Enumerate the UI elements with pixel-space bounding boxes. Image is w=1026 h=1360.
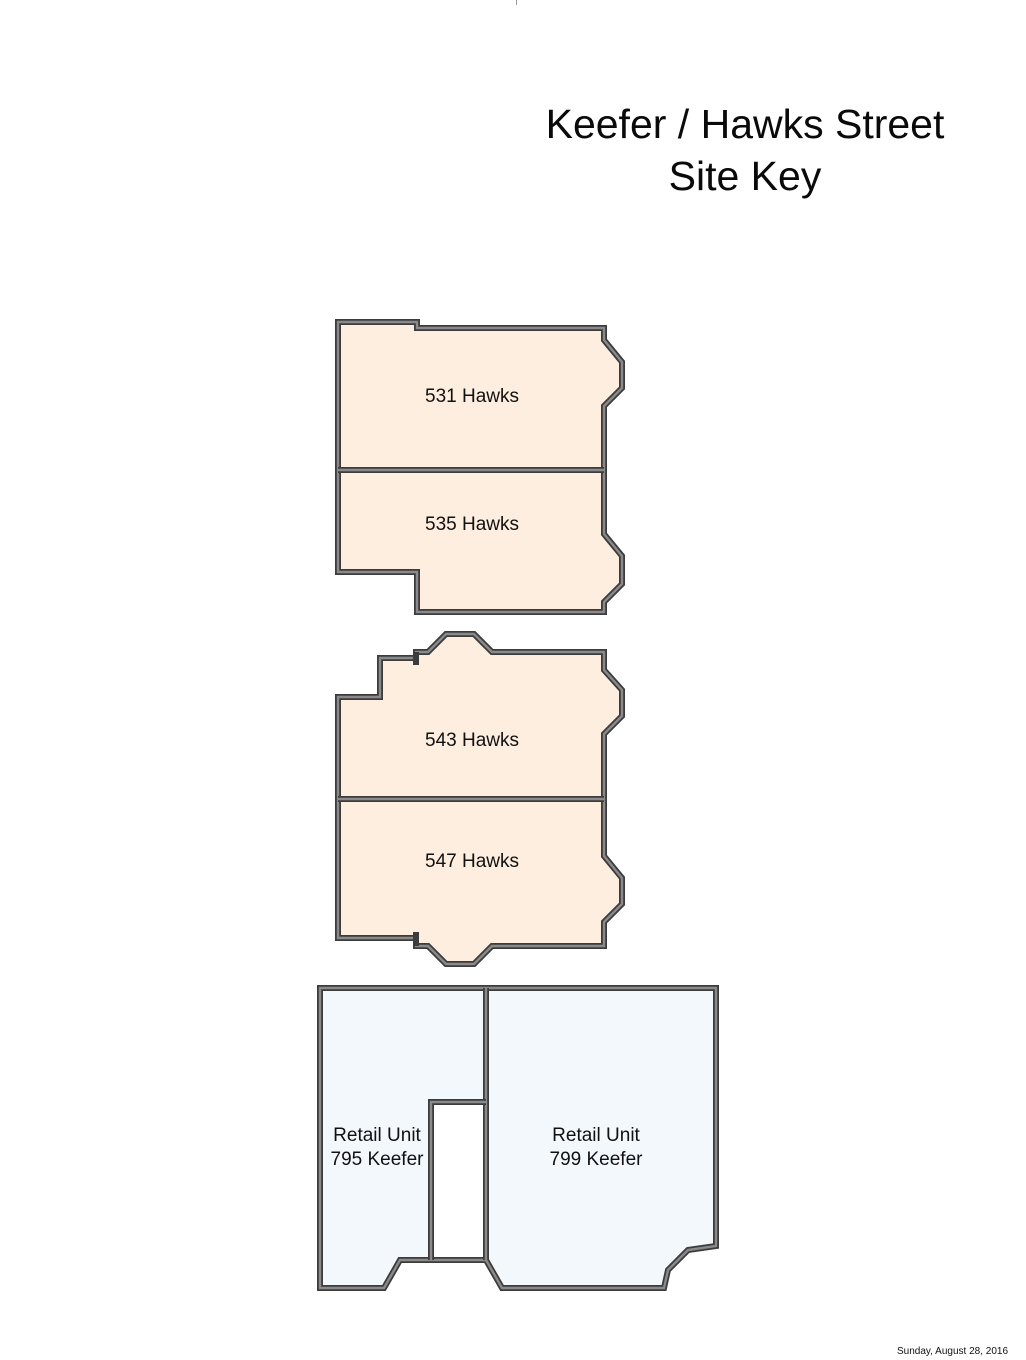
unit-535-hawks-area[interactable] (338, 470, 622, 612)
page-top-tick-mark (516, 0, 517, 5)
unit-label-795-keefer: Retail Unit 795 Keefer (331, 1124, 424, 1172)
unit-label-531-hawks: 531 Hawks (425, 386, 519, 407)
unit-label-799-keefer: Retail Unit 799 Keefer (550, 1124, 643, 1172)
building-2-exterior-wall-core (336, 632, 624, 966)
unit-799-keefer-area[interactable] (486, 988, 716, 1288)
unit-label-547-hawks: 547 Hawks (425, 851, 519, 872)
title-line-1: Keefer / Hawks Street (545, 101, 945, 147)
title-line-2: Site Key (668, 153, 822, 199)
building-1-exterior-wall-core (336, 320, 624, 614)
unit-795-type: Retail Unit (333, 1125, 421, 1146)
unit-531-hawks-area[interactable] (338, 322, 622, 470)
retail-exterior-wall-core (318, 986, 718, 1290)
retail-service-corridor (431, 1102, 486, 1258)
unit-799-address: 799 Keefer (549, 1149, 643, 1170)
unit-547-hawks-area[interactable] (338, 799, 622, 964)
hawks-south-building (335, 631, 625, 967)
unit-795-keefer-area[interactable] (320, 988, 486, 1288)
site-key-title: Keefer / Hawks Street Site Key (520, 98, 970, 202)
unit-799-type: Retail Unit (552, 1125, 640, 1146)
keefer-retail-building (317, 985, 719, 1291)
unit-label-535-hawks: 535 Hawks (425, 514, 519, 535)
print-date: Sunday, August 28, 2016 (896, 1346, 1008, 1357)
unit-label-543-hawks: 543 Hawks (425, 730, 519, 751)
unit-543-hawks-area[interactable] (338, 634, 622, 799)
hawks-north-building (335, 319, 625, 615)
unit-795-address: 795 Keefer (330, 1149, 424, 1170)
